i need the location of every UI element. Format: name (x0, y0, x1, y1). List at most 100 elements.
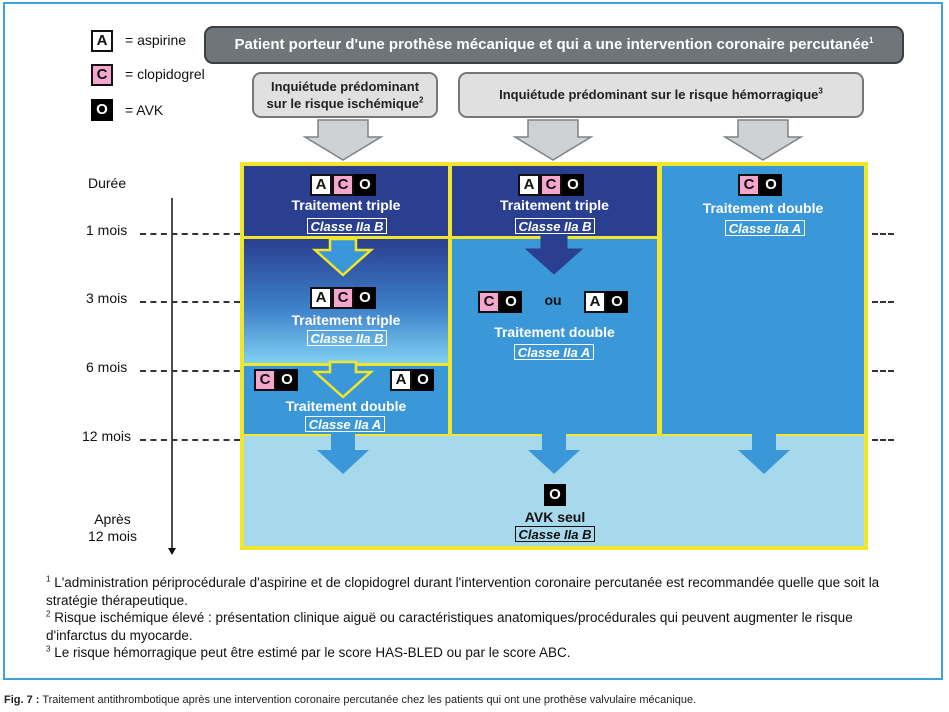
col2-top-treatment: Traitement triple (500, 197, 609, 213)
col1-top-icons: A C O (310, 174, 376, 196)
time-3-months: 3 mois (86, 290, 128, 306)
gray-arrow-middle (512, 119, 594, 161)
footnote-3: 3 Le risque hémorragique peut être estim… (46, 644, 916, 662)
col2-or-label: ou (544, 292, 562, 308)
time-after-12-months: Après 12 mois (88, 511, 137, 545)
hemorrhagic-risk-text: Inquiétude prédominant sur le risque hém… (499, 87, 819, 102)
col1-arrow-bottom (317, 434, 369, 474)
col2-mid-icons-left: C O (478, 291, 522, 313)
dash-1-month-left (140, 233, 240, 235)
clopidogrel-icon: C (738, 174, 760, 196)
footnote-2: 2 Risque ischémique élevé : présentation… (46, 609, 916, 644)
aspirin-legend-icon: A (91, 30, 113, 52)
footnote-3-mark: 3 (46, 644, 51, 654)
col1-low-class: Classe IIa A (305, 416, 385, 432)
col2-top-icons: A C O (518, 174, 584, 196)
clopidogrel-icon: C (540, 174, 562, 196)
time-axis-arrowhead (168, 548, 176, 555)
time-12-months: 12 mois (82, 428, 132, 444)
col2-mid-class: Classe IIa A (514, 344, 594, 360)
clopidogrel-icon: C (332, 174, 354, 196)
col1-low-treatment: Traitement double (285, 398, 407, 414)
avk-icon: O (760, 174, 782, 196)
bottom-class: Classe IIa B (515, 526, 595, 542)
footnote-3-text: Le risque hémorragique peut être estimé … (54, 645, 571, 660)
col3-arrow-bottom (738, 434, 790, 474)
aspirin-icon: A (310, 174, 332, 196)
col1-low-icons-left: C O (254, 369, 298, 391)
avk-icon: O (562, 174, 584, 196)
col2-arrow-1 (524, 235, 584, 275)
flow-diagram (168, 119, 868, 555)
patient-header-text: Patient porteur d'une prothèse mécanique… (234, 36, 870, 53)
clopidogrel-legend-icon: C (91, 64, 113, 86)
clopidogrel-icon: C (478, 291, 500, 313)
hemorrhagic-risk-note: 3 (818, 86, 823, 96)
footnote-1-mark: 1 (46, 574, 51, 584)
avk-icon: O (412, 369, 434, 391)
dash-12-months-right (872, 439, 894, 441)
avk-icon: O (500, 291, 522, 313)
patient-header: Patient porteur d'une prothèse mécanique… (204, 26, 904, 64)
bottom-treatment: AVK seul (524, 509, 586, 525)
col3-class: Classe IIa A (725, 220, 805, 236)
col1-mid-treatment: Traitement triple (291, 312, 401, 328)
col1-top-class: Classe IIa B (307, 218, 387, 234)
avk-legend-icon: O (91, 99, 113, 121)
avk-icon: O (606, 291, 628, 313)
dash-1-month-right (872, 233, 894, 235)
ischemic-risk-note: 2 (419, 95, 424, 105)
aspirin-icon: A (310, 287, 332, 309)
aspirin-icon: A (390, 369, 412, 391)
col1-low-icons-right: A O (390, 369, 434, 391)
after-line1: Après (94, 511, 131, 527)
col1-mid-icons: A C O (310, 287, 376, 309)
clopidogrel-legend-label: = clopidogrel (125, 66, 205, 82)
col1-arrow-1 (311, 237, 375, 277)
hemorrhagic-risk-box: Inquiétude prédominant sur le risque hém… (458, 72, 864, 118)
dash-6-months-left (140, 370, 240, 372)
footnote-1: 1 L'administration périprocédurale d'asp… (46, 574, 916, 609)
figure-frame (3, 2, 943, 680)
footnote-2-mark: 2 (46, 609, 51, 619)
dash-3-months-right (872, 301, 894, 303)
gray-arrow-left (302, 119, 384, 161)
avk-icon: O (354, 174, 376, 196)
gray-arrow-right (722, 119, 804, 161)
ischemic-risk-box: Inquiétude prédominant sur le risque isc… (252, 72, 438, 118)
dash-6-months-right (872, 370, 894, 372)
caption-label: Fig. 7 : (4, 694, 40, 706)
col1-top-treatment: Traitement triple (291, 197, 401, 213)
figure-caption: Fig. 7 : Traitement antithrombotique apr… (4, 694, 696, 706)
col2-mid-icons-right: A O (584, 291, 628, 313)
col2-mid-treatment: Traitement double (494, 324, 615, 340)
footnote-2-text: Risque ischémique élevé : présentation c… (46, 610, 853, 643)
duration-label: Durée (88, 175, 127, 191)
patient-header-note: 1 (869, 36, 874, 45)
clopidogrel-icon: C (332, 287, 354, 309)
caption-text: Traitement antithrombotique après une in… (42, 694, 697, 706)
avk-icon: O (354, 287, 376, 309)
col3-icons: C O (738, 174, 782, 196)
avk-icon: O (276, 369, 298, 391)
aspirin-legend-label: = aspirine (125, 32, 187, 48)
col2-top-class: Classe IIa B (515, 218, 595, 234)
avk-icon: O (544, 484, 566, 506)
col1-mid-class: Classe IIa B (307, 330, 387, 346)
avk-legend-label: = AVK (125, 102, 164, 118)
ischemic-risk-line2: sur le risque ischémique (266, 96, 419, 111)
dash-12-months-left (140, 439, 240, 441)
ischemic-risk-line1: Inquiétude prédominant (270, 79, 420, 94)
time-1-month: 1 mois (86, 222, 128, 238)
dash-3-months-left (140, 301, 240, 303)
col2-arrow-bottom (528, 434, 580, 474)
clopidogrel-icon: C (254, 369, 276, 391)
after-line2: 12 mois (88, 528, 138, 544)
footnotes: 1 L'administration périprocédurale d'asp… (46, 574, 916, 662)
footnote-1-text: L'administration périprocédurale d'aspir… (46, 575, 880, 608)
col1-arrow-2 (311, 360, 375, 399)
bottom-icons: O (544, 484, 566, 506)
col3-treatment: Traitement double (702, 200, 824, 216)
aspirin-icon: A (584, 291, 606, 313)
aspirin-icon: A (518, 174, 540, 196)
